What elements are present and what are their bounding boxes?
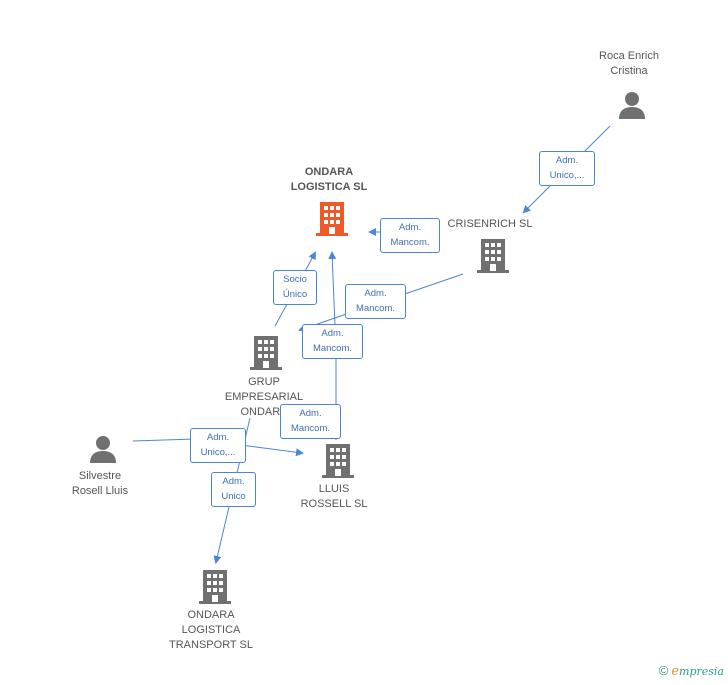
empresia-brand: ©empresia (659, 663, 724, 679)
building-icon-ondara-logistica[interactable] (316, 202, 348, 236)
edge-label-crisenrich-grup[interactable]: Adm. Mancom. (345, 284, 406, 319)
node-label-silvestre[interactable]: Silvestre Rosell Lluis (71, 470, 129, 497)
building-icon-crisenrich[interactable] (477, 239, 509, 273)
edge-label-lluis-ondara[interactable]: Adm. Mancom. (280, 404, 341, 439)
person-icon-silvestre[interactable] (88, 434, 118, 464)
node-label-grup-empresarial[interactable]: GRUP EMPRESARIAL ONDARA (224, 376, 304, 418)
node-label-ondara-logistica[interactable]: ONDARA LOGISTICA SL (290, 166, 368, 193)
building-icon-grup-empresarial[interactable] (250, 336, 282, 370)
node-label-crisenrich[interactable]: CRISENRICH SL (447, 218, 533, 230)
edge-label-grup-ondara[interactable]: Socio Único (273, 270, 317, 305)
node-label-ondara-transport[interactable]: ONDARA LOGISTICA TRANSPORT SL (169, 609, 253, 651)
edge-label-silvestre-lluis[interactable]: Adm. Unico,... (190, 428, 246, 463)
node-label-lluis-rossell[interactable]: LLUIS ROSSELL SL (300, 483, 368, 510)
edge-label-roca-crisenrich[interactable]: Adm. Unico,... (539, 151, 595, 186)
brand-initial: e (671, 664, 680, 679)
brand-name: mpresia (679, 665, 724, 678)
person-icon-roca-enrich[interactable] (617, 90, 647, 120)
building-icon-lluis-rossell[interactable] (322, 444, 354, 478)
edge-label-crisenrich-ondara[interactable]: Adm. Mancom. (380, 218, 440, 253)
copyright-symbol: © (658, 663, 669, 678)
building-icon-ondara-transport[interactable] (199, 570, 231, 604)
node-label-roca-enrich[interactable]: Roca Enrich Cristina (599, 50, 659, 77)
edge-label-silvestre-transport[interactable]: Adm. Unico (211, 472, 256, 507)
edge-label-grup-mancom[interactable]: Adm. Mancom. (302, 324, 363, 359)
